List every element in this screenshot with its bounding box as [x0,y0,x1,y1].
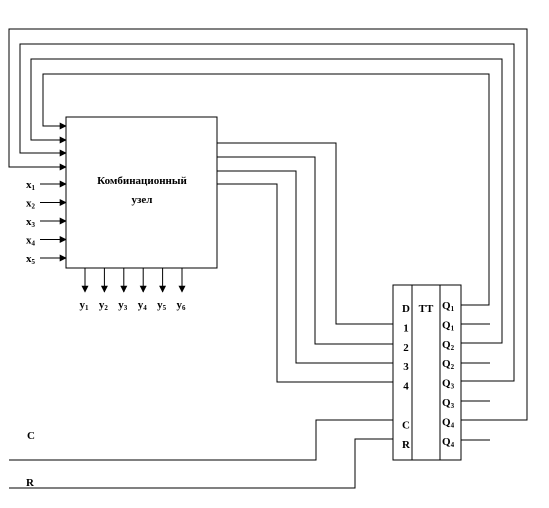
output-label-1-base: y [80,299,86,311]
output-stubs [461,323,490,441]
wire-to-d4 [217,183,393,383]
output-label-5-base: y [157,299,163,311]
input-label-4-base: x [26,235,32,247]
register-output-7: Q4 [442,416,455,429]
register-output-3-sub: 2 [451,344,455,352]
register-output-1: Q1 [442,300,455,313]
output-label-4-base: y [138,299,144,311]
input-label-5: x5 [26,253,36,266]
register-output-8-base: Q [442,436,451,448]
register-output-6: Q3 [442,397,455,410]
feedback-q1 [42,73,490,306]
register-output-4-sub: 2 [451,363,455,371]
register-output-6-base: Q [442,397,451,409]
register-left-pins: D 1 2 3 4CR [402,303,411,451]
output-label-6-base: y [177,299,183,311]
register-output-8-sub: 4 [451,441,455,449]
register-pin-4: 3 [403,361,409,373]
output-label-5: y5 [157,299,167,312]
register-pin-7: C [402,419,410,431]
register-output-7-sub: 4 [451,421,455,429]
register-output-6-sub: 3 [451,402,455,410]
input-label-4-sub: 4 [32,240,36,248]
register-type-label: TT [419,303,434,315]
register-output-5: Q3 [442,378,455,391]
output-label-3-sub: 3 [124,304,128,312]
output-label-1: y1 [80,299,90,312]
output-label-5-sub: 5 [163,304,167,312]
wire-to-d1 [217,142,393,325]
output-label-2-base: y [99,299,105,311]
register-output-5-base: Q [442,378,451,390]
feedback-q4 [8,28,528,421]
register-output-5-sub: 3 [451,383,455,391]
output-label-3-base: y [118,299,124,311]
register-output-8: Q4 [442,436,455,449]
reset-label: R [26,477,35,489]
input-label-3-sub: 3 [32,221,36,229]
input-label-5-base: x [26,253,32,265]
register-output-3-base: Q [442,339,451,351]
output-label-1-sub: 1 [85,304,89,312]
block-title-line1: Комбинационный [97,175,187,187]
block-title-line2: узел [132,194,153,206]
input-label-1: x1 [26,179,36,192]
input-label-2-base: x [26,198,32,210]
wire-to-d3 [217,170,393,364]
wire-to-d2 [217,156,393,345]
register-pin-5: 4 [403,381,409,393]
register-output-1-sub: 1 [451,305,455,313]
register-box [392,284,462,461]
input-label-4: x4 [26,235,36,248]
reset-wire [9,438,393,489]
feedback-wires [8,28,528,421]
output-label-6: y6 [177,299,187,312]
register-output-2-sub: 1 [451,324,455,332]
feedback-q3 [19,43,515,382]
input-label-1-sub: 1 [32,184,36,192]
register-output-2: Q1 [442,319,455,332]
register-pin-3: 2 [403,342,409,354]
input-label-1-base: x [26,179,32,191]
register-output-2-base: Q [442,319,451,331]
input-label-2-sub: 2 [32,203,36,211]
register-output-3: Q2 [442,339,455,352]
data-wires [217,142,393,383]
output-label-2: y2 [99,299,109,312]
register-pin-1: D [402,303,410,315]
clock-wire [9,419,393,461]
output-label-3: y3 [118,299,128,312]
register-pin-8: R [402,439,411,451]
output-label-6-sub: 6 [182,304,186,312]
input-label-3-base: x [26,216,32,228]
register-output-1-base: Q [442,300,451,312]
output-label-2-sub: 2 [104,304,108,312]
register-output-7-base: Q [442,416,451,428]
register-pin-2: 1 [403,322,409,334]
clock-label: C [27,430,35,442]
feedback-q2 [30,58,503,344]
output-label-4-sub: 4 [143,304,147,312]
register-output-4-base: Q [442,358,451,370]
register-output-4: Q2 [442,358,455,371]
output-label-4: y4 [138,299,148,312]
input-label-3: x3 [26,216,36,229]
combinational-block [65,116,218,269]
input-label-5-sub: 5 [32,258,36,266]
input-label-2: x2 [26,198,36,211]
